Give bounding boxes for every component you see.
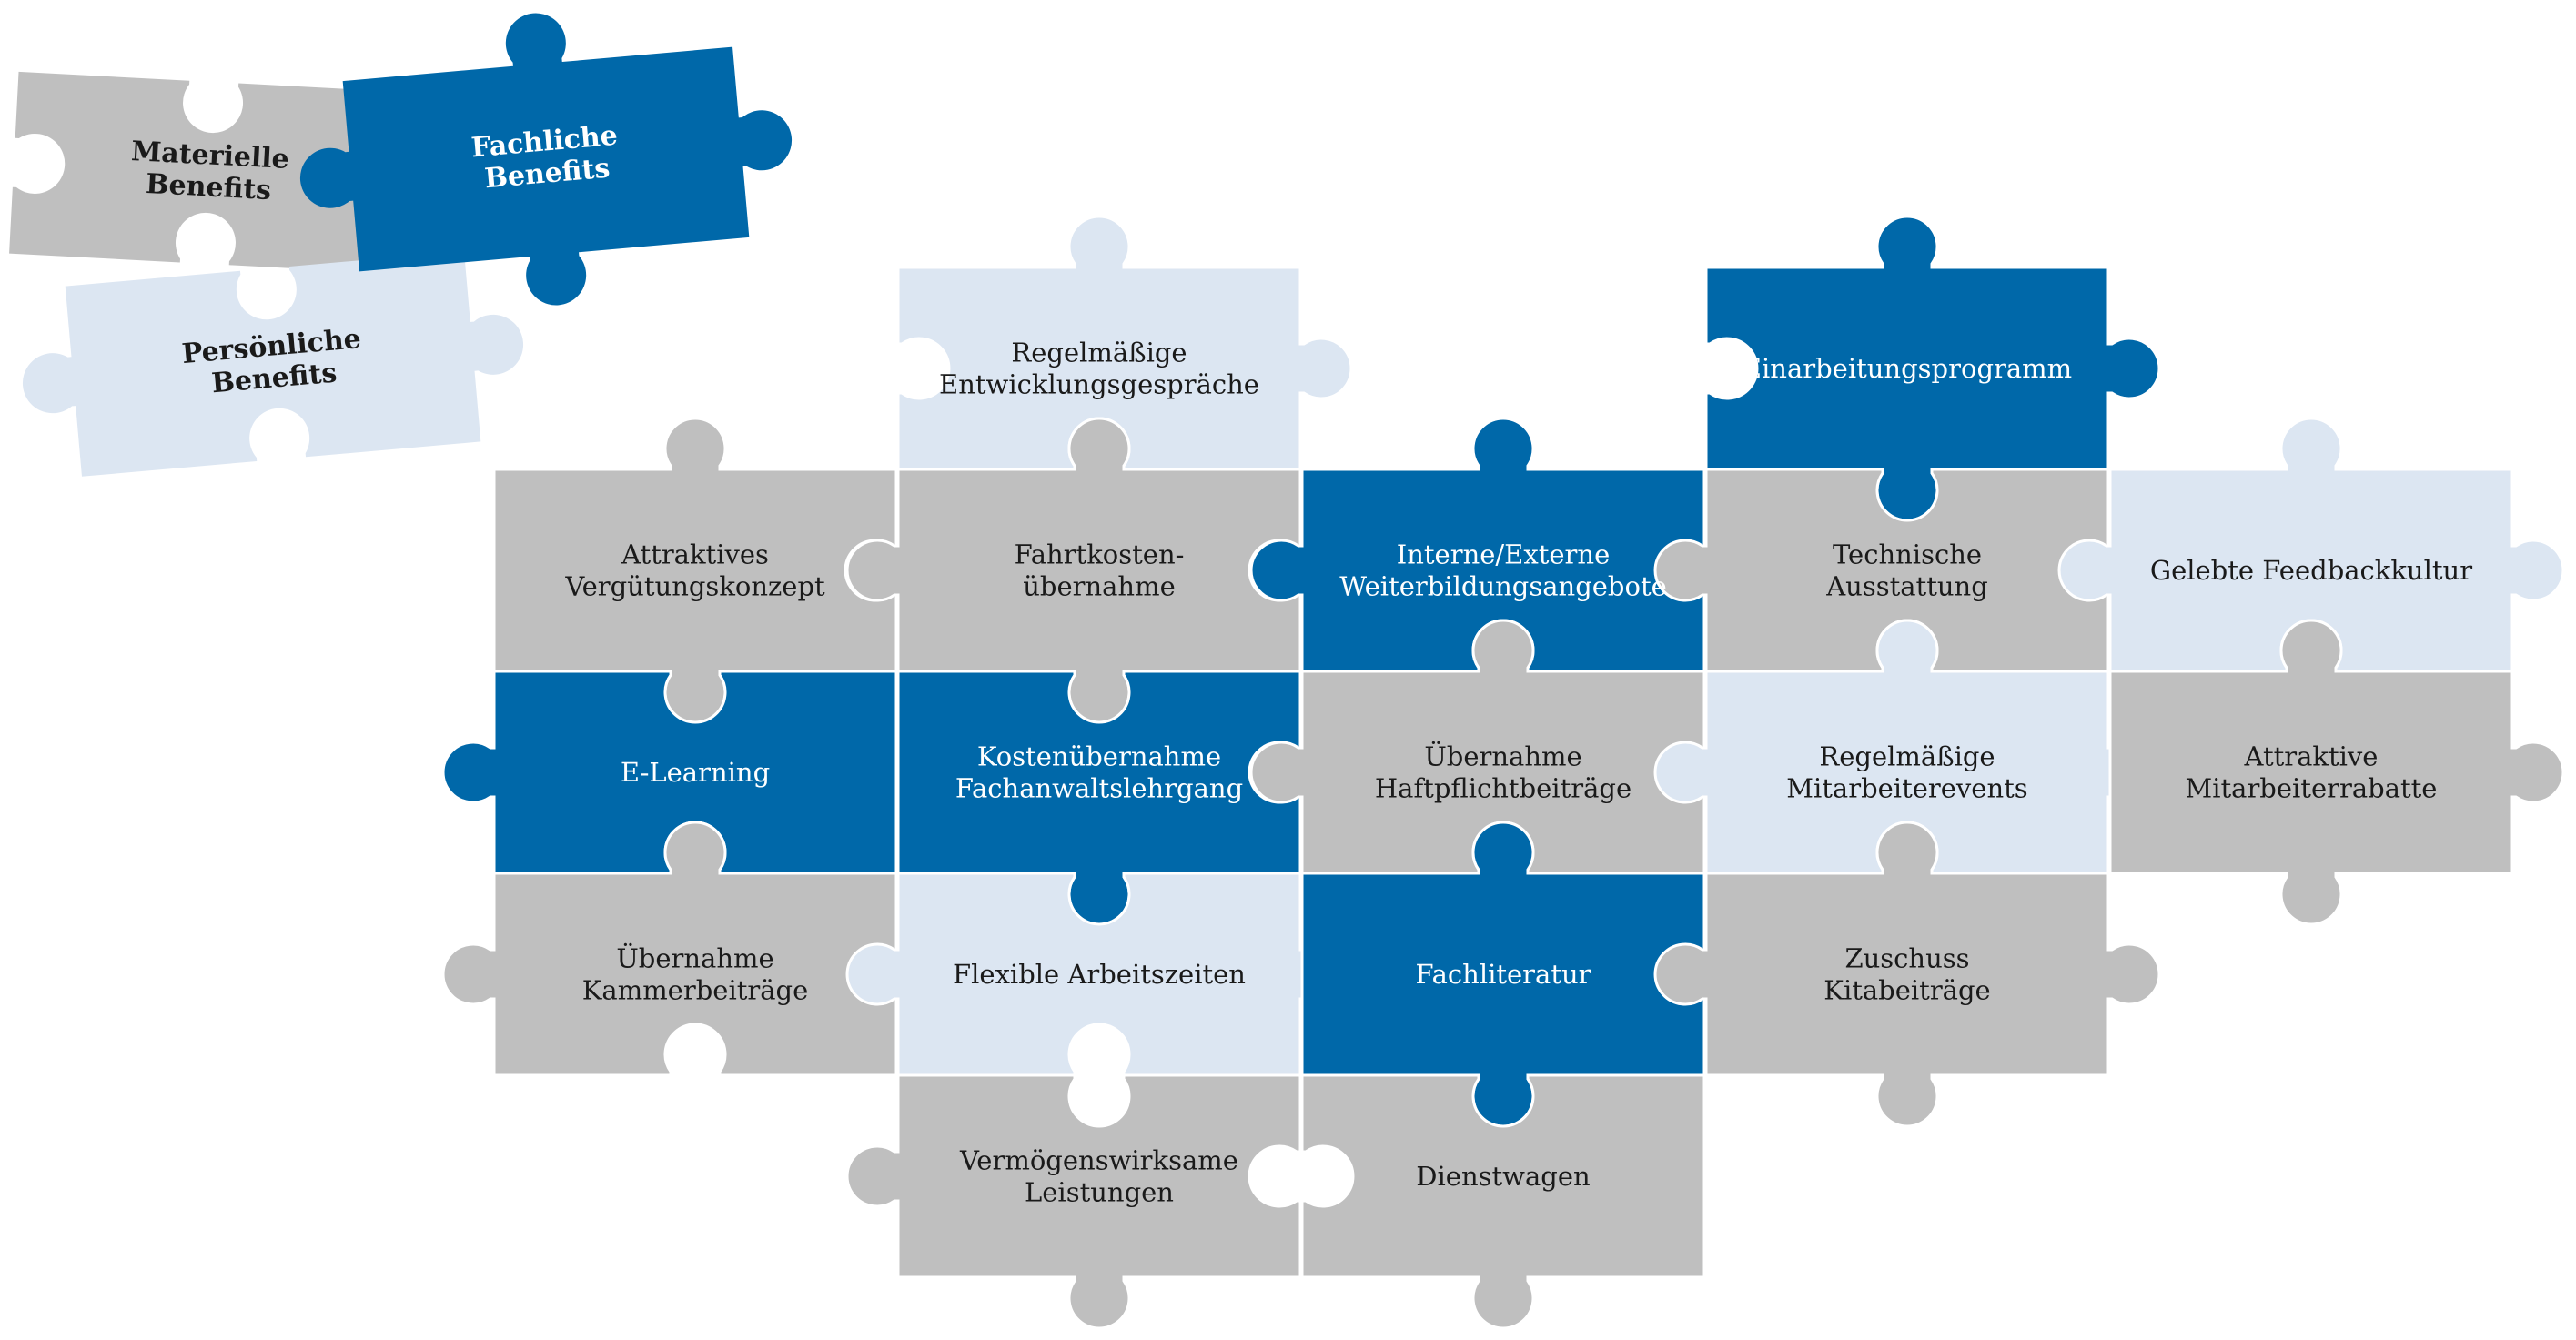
puzzle-piece-label-line: Vergütungskonzept xyxy=(564,571,825,602)
puzzle-piece-label-line: Kammerbeiträge xyxy=(582,975,809,1006)
puzzle-piece xyxy=(1653,821,2161,1128)
puzzle-piece-label-line: Gelebte Feedbackkultur xyxy=(2150,555,2472,586)
legend-piece-shape xyxy=(9,71,409,275)
legend-piece-shape xyxy=(299,13,793,306)
puzzle-piece-label-line: Technische xyxy=(1833,539,1982,570)
puzzle-piece-label-line: Fachanwaltslehrgang xyxy=(955,773,1243,804)
puzzle-piece-label-line: Haftpflichtbeiträge xyxy=(1375,773,1631,804)
legend-piece-shape xyxy=(22,251,524,477)
puzzle-piece-label-line: Einarbeitungsprogramm xyxy=(1743,353,2072,384)
puzzle-piece-label-line: Weiterbildungsangebote xyxy=(1339,571,1667,602)
puzzle-piece-label-line: Fahrtkosten- xyxy=(1015,539,1185,570)
puzzle-piece-shape xyxy=(2108,619,2565,926)
puzzle-piece-label-line: Interne/Externe xyxy=(1397,539,1610,570)
puzzle-piece-label-line: Mitarbeiterrabatte xyxy=(2186,773,2438,804)
puzzle-piece-label-line: Entwicklungsgespräche xyxy=(939,369,1259,400)
puzzle-piece-label-line: Vermögenswirksame xyxy=(959,1145,1238,1176)
puzzle-piece-label-line: Regelmäßige xyxy=(1011,338,1187,368)
puzzle-piece-label-line: Übernahme xyxy=(1424,741,1581,772)
puzzle-piece-label-line: Attraktives xyxy=(621,539,769,570)
puzzle-grid: RegelmäßigeEntwicklungsgesprächeEinarbei… xyxy=(441,215,2565,1330)
puzzle-piece-shape xyxy=(1653,821,2161,1128)
puzzle-piece-label-line: Regelmäßige xyxy=(1819,741,1995,772)
puzzle-piece-label-line: Kostenübernahme xyxy=(977,741,1221,772)
puzzle-piece-label-line: Zuschuss xyxy=(1844,943,1969,974)
legend-piece-label-line: Benefits xyxy=(145,168,272,207)
puzzle-piece xyxy=(845,1073,1302,1330)
puzzle-piece-label-line: Dienstwagen xyxy=(1416,1161,1590,1192)
puzzle-piece xyxy=(1300,1073,1706,1330)
puzzle-piece-label-line: Kitabeiträge xyxy=(1823,975,1990,1006)
puzzle-piece-shape xyxy=(1300,1073,1706,1330)
puzzle-piece-shape xyxy=(845,1073,1302,1330)
puzzle-piece-label-line: Fachliteratur xyxy=(1415,959,1591,990)
puzzle-piece-label-line: E-Learning xyxy=(621,757,770,788)
puzzle-piece xyxy=(441,821,898,1077)
puzzle-piece-label-line: Mitarbeiterevents xyxy=(1786,773,2027,804)
puzzle-piece-label-line: Ausstattung xyxy=(1825,571,1988,602)
puzzle-piece-label-line: Übernahme xyxy=(616,942,773,974)
puzzle-piece-label-line: Flexible Arbeitszeiten xyxy=(953,959,1246,990)
puzzle-piece-label-line: Attraktive xyxy=(2244,741,2379,772)
puzzle-piece-label-line: Leistungen xyxy=(1025,1177,1174,1208)
legend-pieces: MaterielleBenefitsPersönlicheBenefitsFac… xyxy=(9,13,793,477)
puzzle-piece-label-line: übernahme xyxy=(1023,571,1176,602)
puzzle-piece-shape xyxy=(441,821,898,1077)
puzzle-piece xyxy=(2108,619,2565,926)
